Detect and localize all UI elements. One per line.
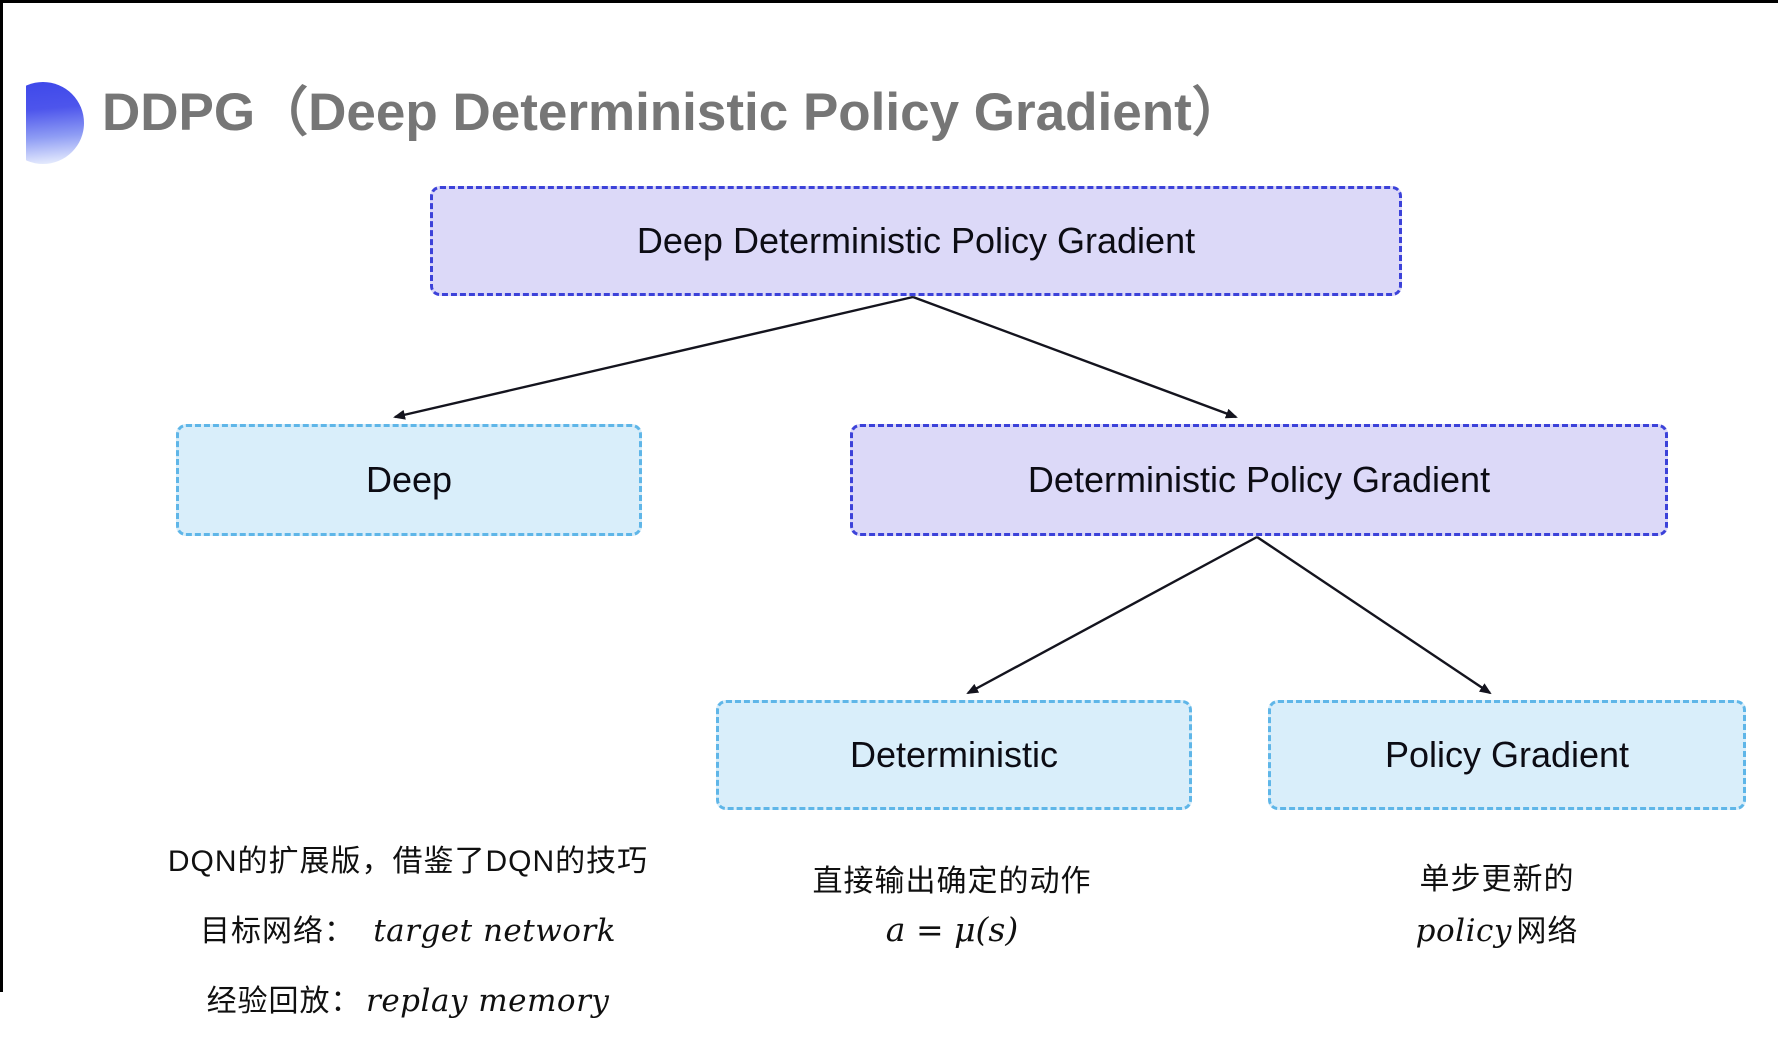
note-det-line1-text: 直接输出确定的动作 (812, 865, 1092, 898)
note-pg-line1-text: 单步更新的 (1419, 863, 1575, 896)
note-pg-line1: 单步更新的 (1420, 854, 1575, 898)
note-pg-line2-term: policy (1415, 913, 1512, 949)
note-deep-line3-label: 经验回放： (206, 985, 362, 1018)
note-deep-line3: 经验回放： replay memory (207, 976, 610, 1020)
tree-node-deep-label: Deep (365, 459, 453, 500)
window-top-border (0, 0, 1778, 3)
tree-node-deterministic: Deterministic (716, 700, 1192, 810)
arrow-root-to-dpg (912, 295, 1238, 419)
tree-node-deep: Deep (176, 424, 642, 536)
tree-node-deterministic-label: Deterministic (849, 734, 1059, 775)
tree-node-policy-gradient-label: Policy Gradient (1384, 734, 1630, 775)
note-det-equation: a = μ(s) (886, 910, 1018, 949)
note-deterministic: 直接输出确定的动作 a = μ(s) (752, 856, 1152, 949)
tree-node-deterministic-policy-gradient: Deterministic Policy Gradient (850, 424, 1668, 536)
note-deep-line3-term: replay memory (366, 983, 610, 1019)
note-deep-line2: 目标网络： target network (200, 906, 616, 950)
arrow-dpg-to-deterministic (966, 535, 1258, 695)
note-deep-line2-term: target network (373, 913, 617, 949)
tree-node-root: Deep Deterministic Policy Gradient (430, 186, 1402, 296)
arrow-root-to-deep (393, 295, 914, 420)
note-det-equation-text: a = μ(s) (885, 910, 1019, 949)
window-left-border (0, 0, 3, 992)
note-deep-line1: DQN的扩展版，借鉴了DQN的技巧 (168, 836, 648, 880)
tree-node-policy-gradient: Policy Gradient (1268, 700, 1746, 810)
note-det-line1: 直接输出确定的动作 (813, 856, 1092, 900)
gradient-orb-icon (26, 82, 84, 164)
note-deep: DQN的扩展版，借鉴了DQN的技巧 目标网络： target network 经… (108, 836, 708, 1020)
note-pg-line2: policy 网络 (1416, 906, 1579, 950)
note-deep-line2-space (359, 915, 368, 948)
note-pg-line2-suffix: 网络 (1516, 915, 1579, 948)
gradient-orb-shape (26, 82, 84, 164)
note-deep-line1-text: DQN的扩展版，借鉴了DQN的技巧 (167, 845, 649, 878)
page-title: DDPG（Deep Deterministic Policy Gradient） (102, 83, 1245, 142)
tree-node-root-label: Deep Deterministic Policy Gradient (636, 220, 1196, 261)
tree-node-dpg-label: Deterministic Policy Gradient (1027, 459, 1491, 500)
note-policy-gradient: 单步更新的 policy 网络 (1297, 854, 1697, 950)
note-deep-line2-label: 目标网络： (199, 915, 355, 948)
arrow-dpg-to-policy-gradient (1256, 536, 1492, 695)
